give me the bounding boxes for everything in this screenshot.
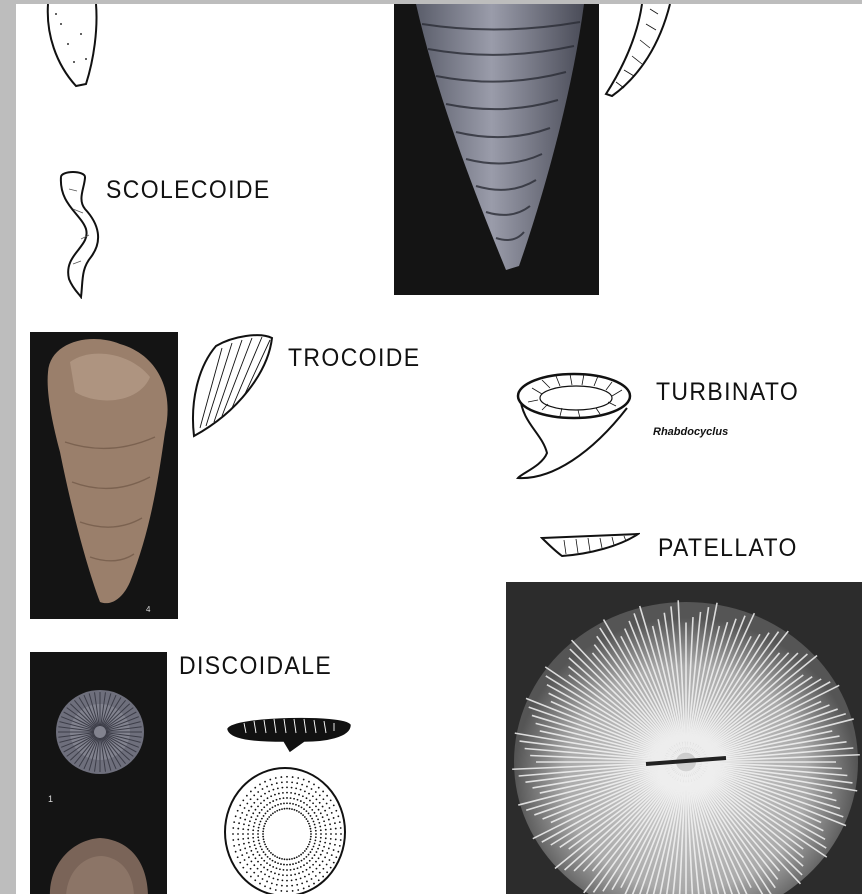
fungiid-coral-photo bbox=[506, 582, 862, 894]
label-scolecoide: SCOLECOIDE bbox=[106, 176, 271, 205]
turbinate-coral-sketch bbox=[512, 368, 642, 484]
ceratoid-coral-sketch bbox=[36, 4, 106, 94]
label-discoidale: DISCOIDALE bbox=[179, 652, 332, 681]
label-patellato: PATELLATO bbox=[658, 534, 798, 563]
trochoid-coral-sketch bbox=[188, 332, 274, 440]
discoid-coral-photo: 1 bbox=[30, 652, 167, 894]
fossil-coral-shapes-plate: SCOLECOIDE bbox=[16, 4, 862, 894]
label-turbinato: TURBINATO bbox=[656, 378, 799, 407]
discoid-coral-sketch-side bbox=[224, 709, 356, 755]
label-rhabdocyclus: Rhabdocyclus bbox=[653, 426, 728, 438]
discoid-coral-sketch-top bbox=[220, 762, 350, 894]
trochoid-coral-photo: 4 bbox=[30, 332, 178, 619]
ceratoid-coral-sketch-ribbed bbox=[602, 4, 674, 104]
ceratoid-coral-photo bbox=[394, 4, 599, 295]
scolecoid-coral-sketch bbox=[51, 169, 106, 299]
plate-number-1: 1 bbox=[48, 794, 53, 804]
plate-number-4: 4 bbox=[146, 605, 151, 614]
patellate-coral-sketch bbox=[540, 530, 640, 560]
label-trocoide: TROCOIDE bbox=[288, 344, 420, 373]
